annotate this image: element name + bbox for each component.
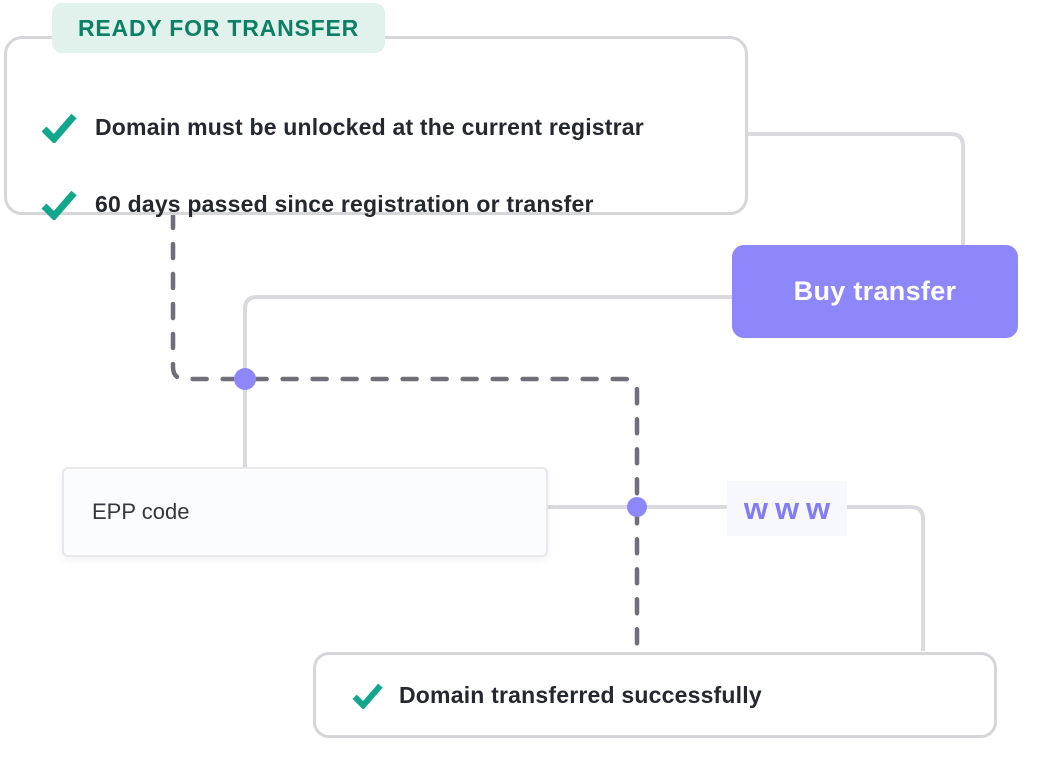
check-icon: [41, 189, 77, 220]
buy-transfer-button[interactable]: Buy transfer: [732, 245, 1018, 338]
check-icon: [41, 112, 77, 143]
badge-label: READY FOR TRANSFER: [78, 14, 360, 41]
checklist-item-label: 60 days passed since registration or tra…: [95, 190, 594, 217]
check-icon: [352, 682, 383, 709]
connector-dashed-path: [170, 211, 640, 654]
junction-dot-right: [627, 497, 647, 517]
junction-dot-left: [234, 368, 256, 390]
www-label: www: [743, 491, 838, 526]
connector-epp-to-result: [547, 505, 925, 651]
transfer-success-label: Domain transferred successfully: [399, 681, 762, 708]
buy-transfer-label: Buy transfer: [793, 276, 957, 306]
checklist-item-60-days: 60 days passed since registration or tra…: [7, 182, 745, 226]
ready-for-transfer-badge: READY FOR TRANSFER: [52, 3, 386, 53]
checklist-item-unlocked: Domain must be unlocked at the current r…: [7, 105, 745, 149]
www-chip: www: [727, 481, 847, 536]
connector-buy-to-epp: [243, 295, 733, 468]
ready-for-transfer-box: Domain must be unlocked at the current r…: [4, 36, 748, 220]
transfer-success-box: Domain transferred successfully: [313, 652, 997, 738]
checklist-item-label: Domain must be unlocked at the current r…: [95, 113, 644, 140]
epp-code-input[interactable]: [62, 467, 548, 557]
connector-checklist-to-buy: [746, 132, 965, 246]
